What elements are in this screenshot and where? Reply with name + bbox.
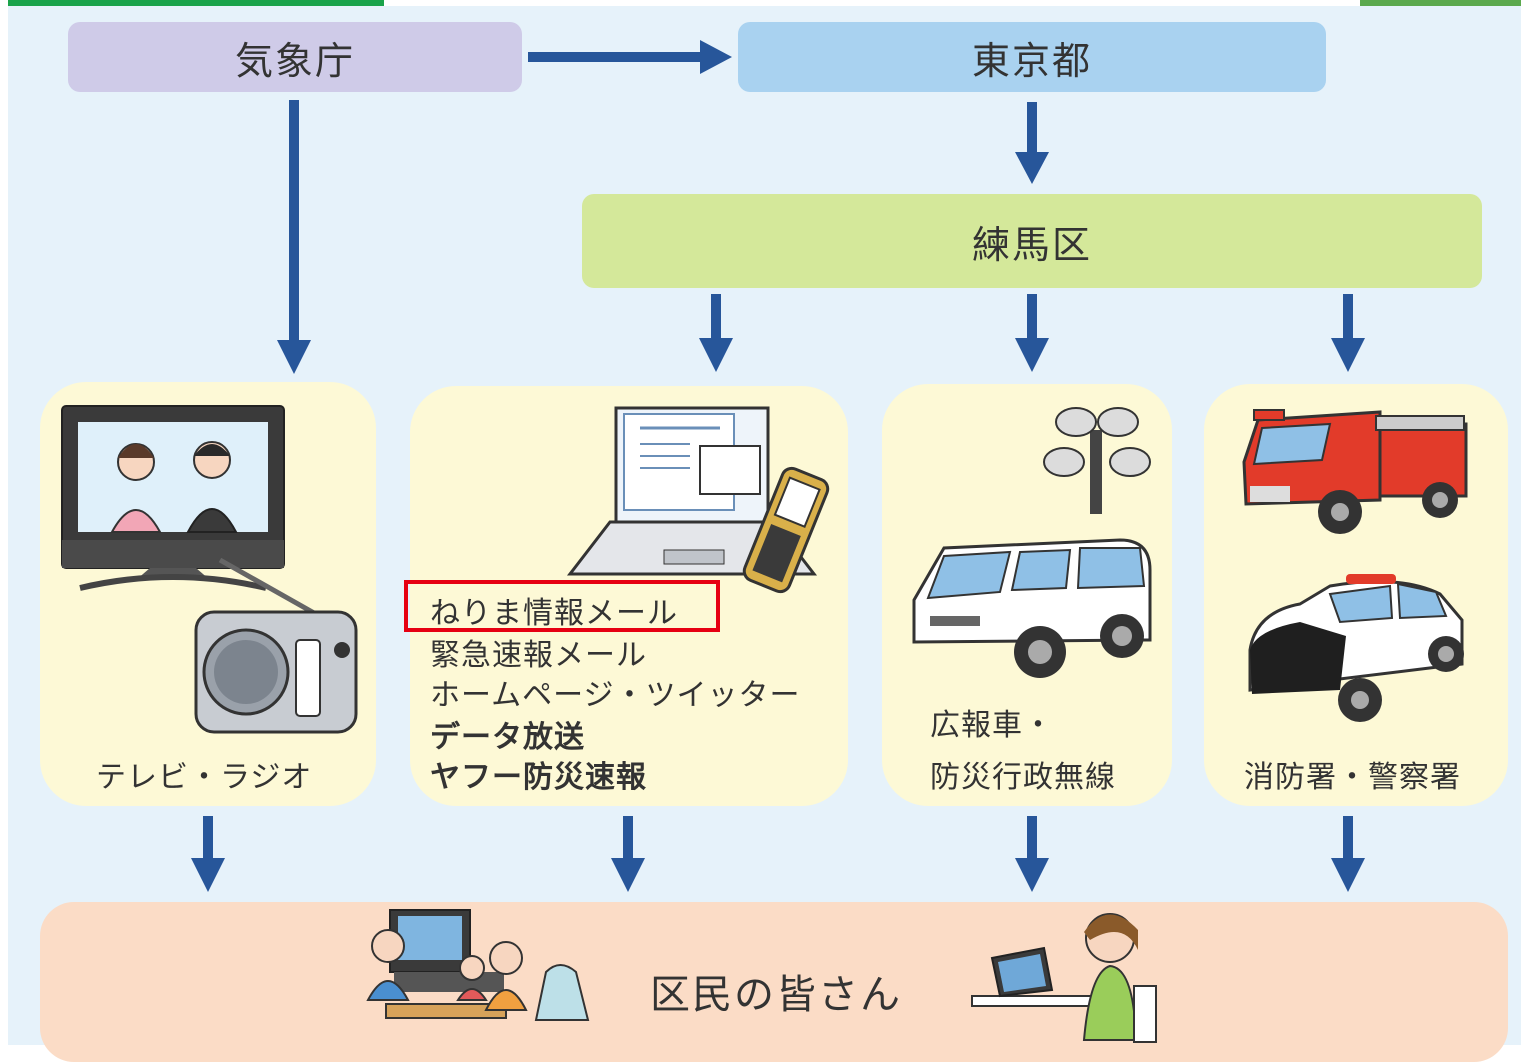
arrow-tokyo-to-nerima — [1015, 102, 1049, 184]
jma-label: 気象庁 — [234, 38, 355, 83]
arrow-jma-to-tv — [277, 100, 311, 374]
police-car-icon — [1248, 574, 1464, 722]
nerima-box: 練馬区 — [582, 194, 1482, 288]
arrow-digital-to-citizens — [611, 816, 645, 892]
fire-truck-icon — [1242, 409, 1468, 534]
arrow-pr-to-citizens — [1015, 816, 1049, 892]
person-laptop-icon — [971, 913, 1157, 1043]
radio-icon — [194, 557, 358, 734]
arrow-nerima-to-pr — [1015, 294, 1049, 372]
arrow-nerima-to-fire — [1331, 294, 1365, 372]
pr-vehicle-label-line2: 防災行政無線 — [930, 760, 1116, 795]
arrow-fire-to-citizens — [1331, 816, 1365, 892]
van-icon — [912, 538, 1152, 678]
family-icon — [366, 909, 590, 1021]
top-accent-bar-right — [1360, 0, 1521, 6]
digital-item-homepage-twitter: ホームページ・ツイッター — [430, 678, 801, 713]
highlight-box — [404, 580, 720, 632]
fire-police-label: 消防署・警察署 — [1244, 760, 1461, 795]
digital-item-yahoo-disaster: ヤフー防災速報 — [430, 760, 647, 795]
digital-item-data-broadcast: データ放送 — [430, 720, 585, 755]
citizens-label: 区民の皆さん — [650, 972, 902, 1018]
mobile-phone-icon — [742, 466, 830, 594]
television-icon — [61, 405, 285, 591]
nerima-label: 練馬区 — [971, 222, 1092, 267]
arrow-jma-to-tokyo — [528, 40, 732, 74]
arrow-nerima-to-digital — [699, 294, 733, 372]
tv-radio-label: テレビ・ラジオ — [96, 760, 313, 795]
loudspeaker-icon — [1043, 407, 1151, 514]
top-accent-bar — [8, 0, 384, 6]
citizens-box — [40, 902, 1508, 1062]
digital-item-emergency-mail: 緊急速報メール — [430, 638, 647, 673]
arrow-tv-to-citizens — [191, 816, 225, 892]
pr-vehicle-label-line1: 広報車・ — [930, 708, 1054, 743]
jma-box: 気象庁 — [68, 22, 522, 92]
tokyo-label: 東京都 — [971, 38, 1092, 83]
digital-item-mail: ねりま情報メール — [430, 596, 678, 631]
tokyo-box: 東京都 — [738, 22, 1326, 92]
